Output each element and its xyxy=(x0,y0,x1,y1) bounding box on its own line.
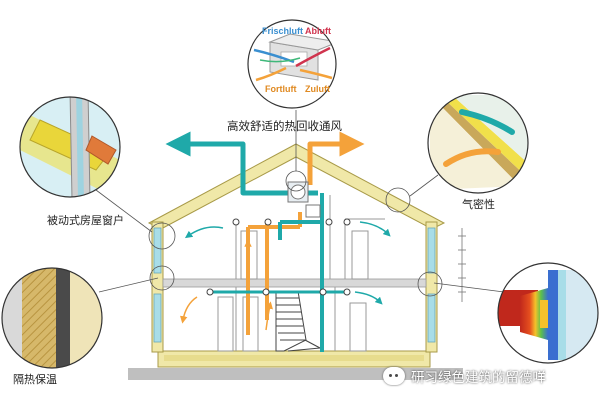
watermark: 研习绿色建筑的留德咩 xyxy=(383,364,595,388)
insulation-label: 隔热保温 xyxy=(13,373,57,386)
ventilation-ducts xyxy=(165,131,391,352)
label-outgoing-air: Fortluft xyxy=(265,84,297,94)
fan-icon xyxy=(290,184,306,200)
airtightness-label: 气密性 xyxy=(462,198,495,211)
label-fresh-air: Frischluft xyxy=(262,26,304,36)
window xyxy=(427,293,436,343)
label-exhaust-air: Abluft xyxy=(305,26,331,36)
watermark-text: 研习绿色建筑的留德咩 xyxy=(411,370,546,386)
window xyxy=(153,227,162,274)
window-callout xyxy=(19,96,121,198)
ground-slab xyxy=(128,350,463,380)
door xyxy=(349,302,367,352)
wechat-icon xyxy=(383,367,405,385)
window xyxy=(153,293,162,343)
window-label: 被动式房屋窗户 xyxy=(47,214,124,227)
window xyxy=(427,227,436,274)
hrv-unit-callout xyxy=(247,19,337,109)
label-supply-air: Zuluft xyxy=(305,84,330,94)
door xyxy=(351,230,369,280)
staircase xyxy=(275,290,321,352)
door xyxy=(217,296,234,352)
door xyxy=(242,296,259,352)
air-diffusers xyxy=(206,218,351,296)
airtightness-callout xyxy=(427,92,529,194)
thermal-bridge-callout xyxy=(497,262,599,364)
callout-connectors xyxy=(95,110,505,297)
hrv-label: 高效舒适的热回收通风 xyxy=(227,119,342,133)
floor-slab xyxy=(162,278,427,288)
scale-pole xyxy=(458,228,466,302)
insulation-callout xyxy=(1,267,103,369)
